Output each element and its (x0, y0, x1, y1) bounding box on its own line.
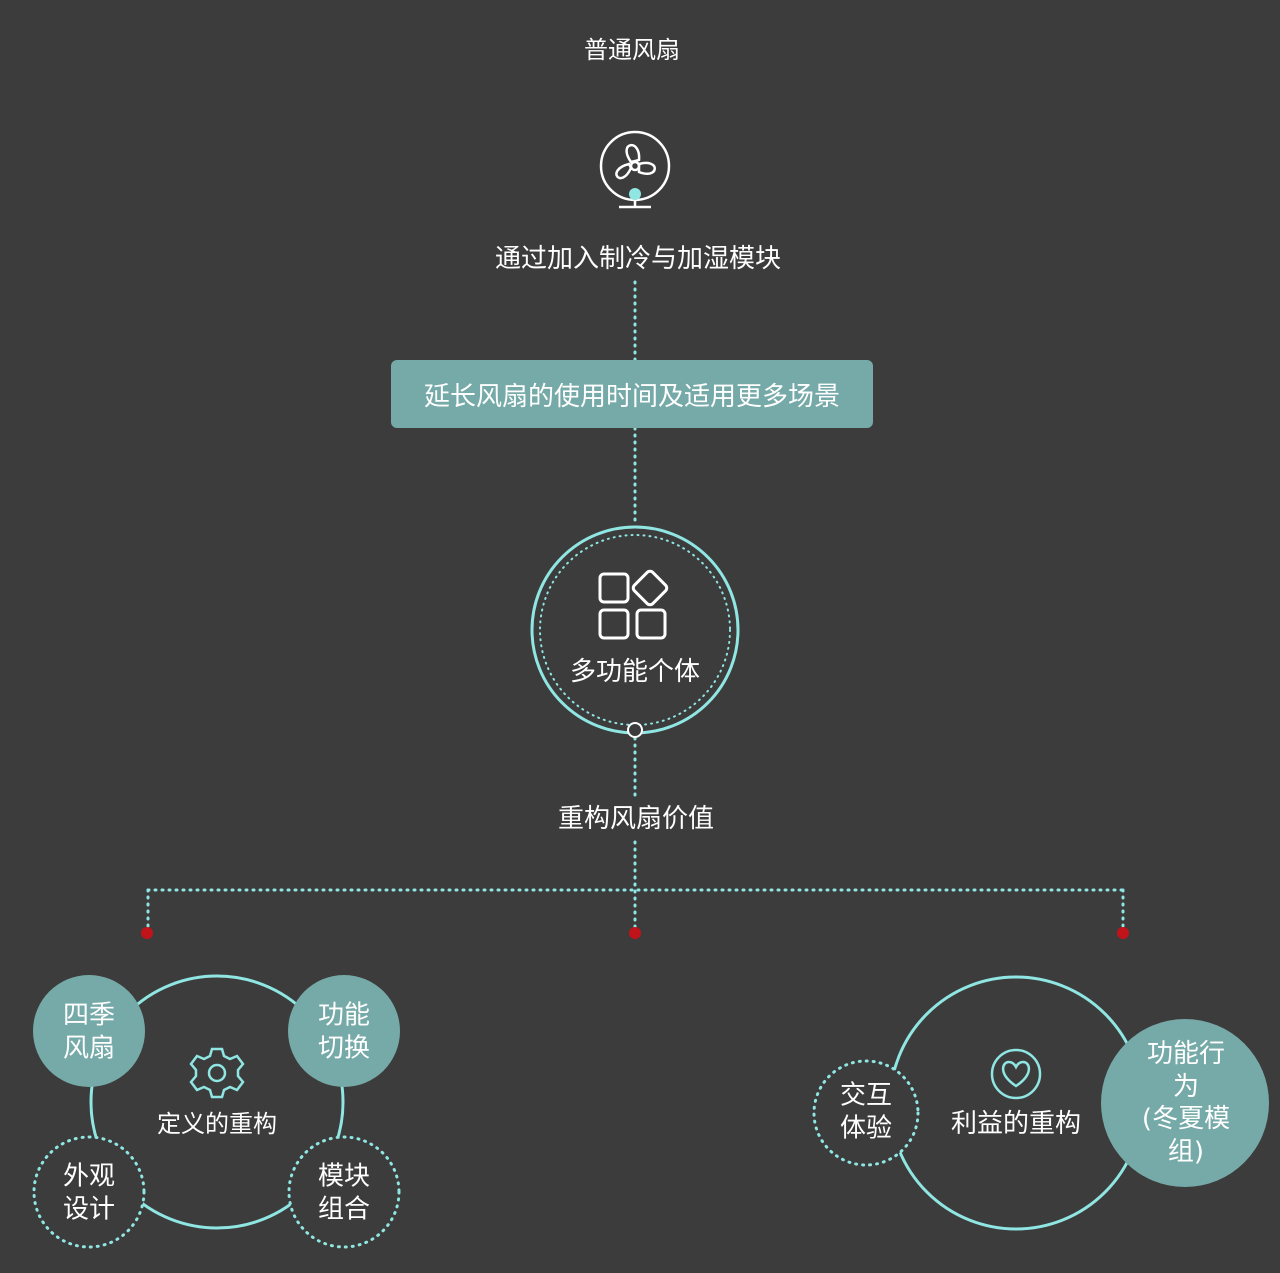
connector-lines (146, 280, 1125, 930)
line: 四季 (62, 1000, 116, 1031)
line: 功能行为 (1146, 1039, 1225, 1102)
line: 体验 (839, 1113, 893, 1143)
step-reconstruct-value: 重构风扇价值 (557, 804, 715, 834)
line: 外观 (62, 1161, 116, 1192)
bubble-label-function-behavior: 功能行为 (冬夏模组) (1139, 1038, 1233, 1168)
bubble-right-left (812, 1059, 920, 1167)
branch-dot-left (141, 927, 153, 939)
branch-dot-right (1117, 927, 1129, 939)
line: 切换 (317, 1033, 371, 1063)
bubble-label-module-combo: 模块 组合 (318, 1161, 370, 1226)
line: 模块 (317, 1161, 371, 1192)
branch-dot-center (629, 927, 641, 939)
fan-icon (599, 130, 671, 209)
left-center-label: 定义的重构 (157, 1110, 277, 1138)
banner-text: 延长风扇的使用时间及适用更多场景 (423, 381, 840, 412)
line: (冬夏模组) (1141, 1104, 1231, 1167)
right-center-label: 利益的重构 (950, 1108, 1082, 1139)
bubble-label-four-seasons: 四季 风扇 (63, 1000, 115, 1065)
line: 组合 (317, 1194, 371, 1224)
bubble-top-right (288, 975, 400, 1087)
right-group-graphics (812, 975, 1269, 1231)
bubble-label-interaction: 交互 体验 (840, 1080, 892, 1145)
hub-circle (530, 525, 740, 738)
bubble-bottom-left (32, 1135, 146, 1249)
banner-extend-usage: 延长风扇的使用时间及适用更多场景 (391, 360, 873, 428)
heart-icon (990, 1048, 1042, 1100)
gear-icon (189, 1047, 245, 1099)
line: 功能 (317, 1000, 371, 1031)
line: 风扇 (62, 1033, 116, 1063)
left-group-graphics (32, 974, 401, 1249)
bubble-bottom-right (287, 1135, 401, 1249)
diagram-title: 普通风扇 (584, 36, 680, 64)
grid-modules-icon (598, 569, 669, 640)
hub-label: 多功能个体 (569, 656, 701, 687)
bubble-label-function-switch: 功能 切换 (318, 1000, 370, 1065)
line: 交互 (839, 1080, 893, 1111)
line: 设计 (62, 1194, 116, 1224)
bubble-right-right (1101, 1019, 1269, 1187)
step-cooling-humidifying: 通过加入制冷与加湿模块 (494, 244, 782, 274)
bubble-top-left (33, 975, 145, 1087)
bubble-label-appearance: 外观 设计 (63, 1161, 115, 1226)
